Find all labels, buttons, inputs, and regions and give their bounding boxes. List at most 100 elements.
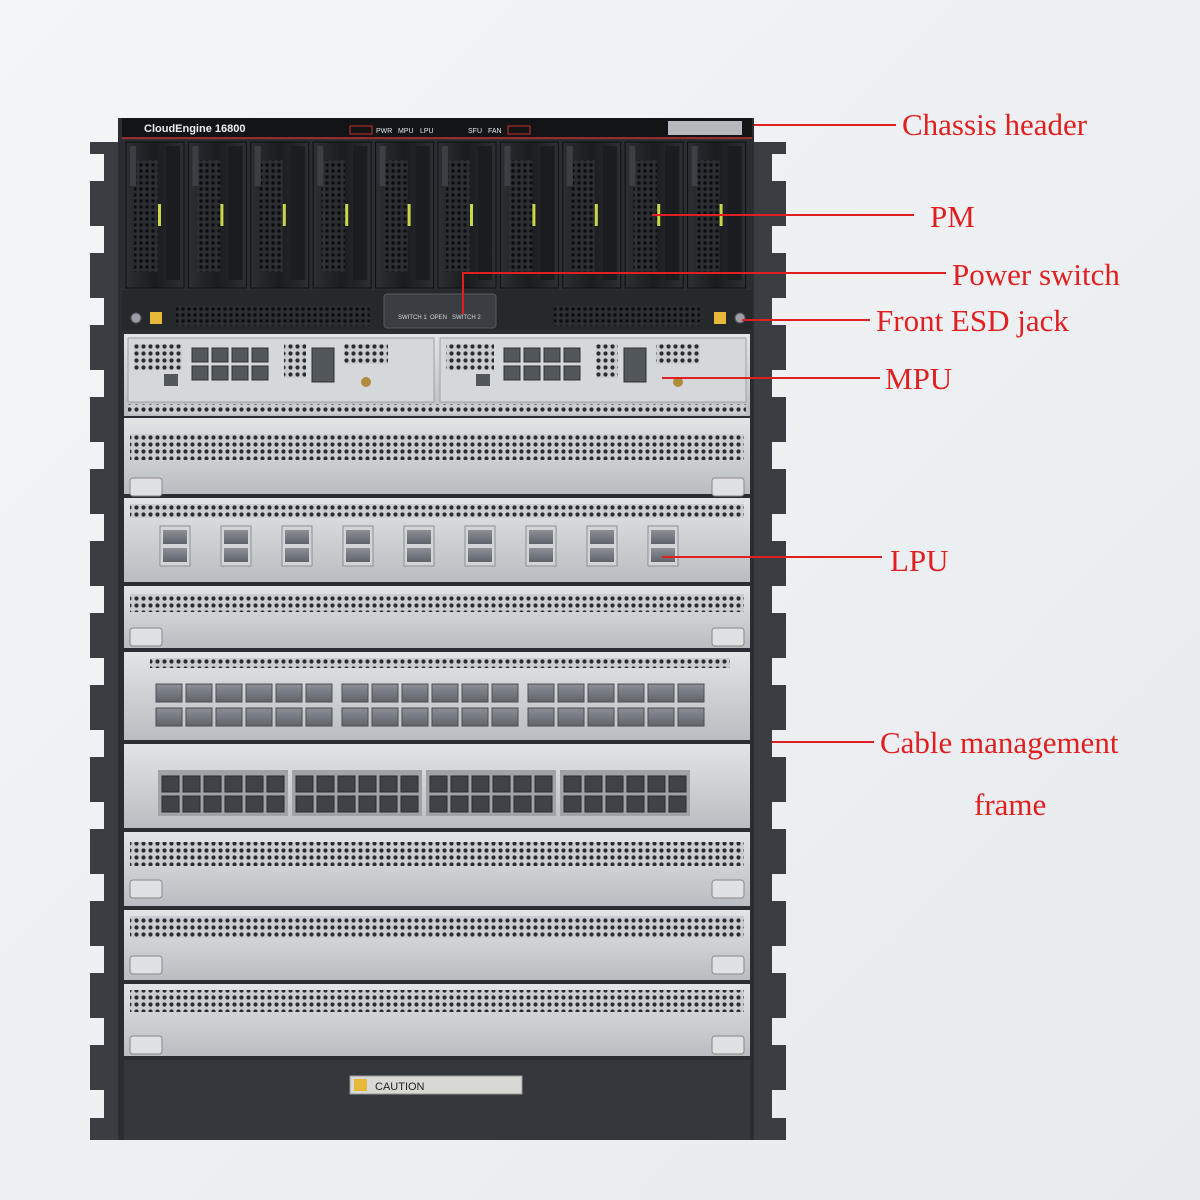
sfp-port[interactable] xyxy=(471,775,490,793)
sfp-port[interactable] xyxy=(224,795,243,813)
lpu-port[interactable] xyxy=(371,683,399,703)
sfp-port[interactable] xyxy=(337,795,356,813)
qsfp-port[interactable] xyxy=(224,530,248,544)
sfp-port[interactable] xyxy=(668,795,687,813)
sfp-port[interactable] xyxy=(647,795,666,813)
lpu-port[interactable] xyxy=(491,683,519,703)
sfp-port[interactable] xyxy=(400,775,419,793)
pm-handle[interactable] xyxy=(629,146,636,186)
lpu-port[interactable] xyxy=(275,683,303,703)
sfp-port[interactable] xyxy=(358,795,377,813)
sfp-port[interactable] xyxy=(182,795,201,813)
sfp-port[interactable] xyxy=(295,775,314,793)
sfp-port[interactable] xyxy=(492,775,511,793)
sfp-port[interactable] xyxy=(471,795,490,813)
sfp-port[interactable] xyxy=(513,775,532,793)
lpu-port[interactable] xyxy=(401,707,429,727)
sfp-port[interactable] xyxy=(429,795,448,813)
lpu-port[interactable] xyxy=(275,707,303,727)
qsfp-port[interactable] xyxy=(285,530,309,544)
sfp-port[interactable] xyxy=(379,775,398,793)
pm-handle[interactable] xyxy=(566,146,573,186)
mpu-port[interactable] xyxy=(191,347,209,363)
lpu-port[interactable] xyxy=(305,683,333,703)
pm-latch[interactable] xyxy=(540,146,555,280)
lpu-port[interactable] xyxy=(617,707,645,727)
sfp-port[interactable] xyxy=(295,795,314,813)
sfp-port[interactable] xyxy=(337,775,356,793)
sfp-port[interactable] xyxy=(647,775,666,793)
qsfp-port[interactable] xyxy=(590,548,614,562)
lpu-port[interactable] xyxy=(461,707,489,727)
lpu-port[interactable] xyxy=(647,707,675,727)
qsfp-port[interactable] xyxy=(285,548,309,562)
pm-handle[interactable] xyxy=(317,146,324,186)
mpu-port[interactable] xyxy=(211,365,229,381)
lpu-port[interactable] xyxy=(677,707,705,727)
sfp-port[interactable] xyxy=(400,795,419,813)
pm-handle[interactable] xyxy=(254,146,261,186)
qsfp-port[interactable] xyxy=(407,530,431,544)
pm-handle[interactable] xyxy=(442,146,448,186)
sfp-port[interactable] xyxy=(245,795,264,813)
pm-latch[interactable] xyxy=(727,146,742,280)
pm-handle[interactable] xyxy=(192,146,199,186)
lpu-port[interactable] xyxy=(491,707,519,727)
pm-handle[interactable] xyxy=(130,146,136,186)
sfp-port[interactable] xyxy=(245,775,264,793)
sfp-port[interactable] xyxy=(534,795,553,813)
esd-jack-right[interactable] xyxy=(734,312,746,324)
lpu-port[interactable] xyxy=(215,707,243,727)
lpu-port[interactable] xyxy=(185,683,213,703)
mpu-port[interactable] xyxy=(543,347,561,363)
pm-latch[interactable] xyxy=(228,146,243,280)
mpu-port[interactable] xyxy=(164,374,178,386)
lpu-port[interactable] xyxy=(677,683,705,703)
mpu-port[interactable] xyxy=(523,347,541,363)
lpu-port[interactable] xyxy=(245,707,273,727)
lpu-port[interactable] xyxy=(185,707,213,727)
qsfp-port[interactable] xyxy=(590,530,614,544)
sfp-port[interactable] xyxy=(203,775,222,793)
pm-latch[interactable] xyxy=(478,146,492,280)
lpu-board-48port[interactable] xyxy=(124,652,750,740)
pm-latch[interactable] xyxy=(415,146,430,280)
sfp-port[interactable] xyxy=(266,795,285,813)
sfp-port[interactable] xyxy=(316,775,335,793)
mpu-port[interactable] xyxy=(251,365,269,381)
qsfp-port[interactable] xyxy=(529,530,553,544)
sfp-port[interactable] xyxy=(605,795,624,813)
mpu-clock-port[interactable] xyxy=(361,377,371,387)
mpu-port[interactable] xyxy=(563,347,581,363)
lpu-port[interactable] xyxy=(245,683,273,703)
sfp-port[interactable] xyxy=(182,775,201,793)
qsfp-port[interactable] xyxy=(468,530,492,544)
lpu-port[interactable] xyxy=(647,683,675,703)
lpu-port[interactable] xyxy=(341,707,369,727)
mpu-port[interactable] xyxy=(563,365,581,381)
mpu-port[interactable] xyxy=(231,347,249,363)
lpu-port[interactable] xyxy=(155,707,183,727)
mpu-port[interactable] xyxy=(211,347,229,363)
lpu-port[interactable] xyxy=(431,683,459,703)
qsfp-port[interactable] xyxy=(163,530,187,544)
qsfp-port[interactable] xyxy=(346,548,370,562)
pm-handle[interactable] xyxy=(691,146,698,186)
lpu-port[interactable] xyxy=(215,683,243,703)
power-switch[interactable] xyxy=(383,293,497,329)
lpu-port[interactable] xyxy=(587,707,615,727)
pm-latch[interactable] xyxy=(290,146,305,280)
lpu-board-qsfp[interactable] xyxy=(124,498,750,582)
qsfp-port[interactable] xyxy=(651,548,675,562)
sfp-port[interactable] xyxy=(563,795,582,813)
lpu-port[interactable] xyxy=(527,707,555,727)
qsfp-port[interactable] xyxy=(529,548,553,562)
qsfp-port[interactable] xyxy=(468,548,492,562)
lpu-port[interactable] xyxy=(155,683,183,703)
lpu-port[interactable] xyxy=(527,683,555,703)
mpu-port[interactable] xyxy=(623,347,647,383)
lpu-port[interactable] xyxy=(305,707,333,727)
mpu-port[interactable] xyxy=(523,365,541,381)
sfp-port[interactable] xyxy=(626,795,645,813)
lpu-port[interactable] xyxy=(557,683,585,703)
